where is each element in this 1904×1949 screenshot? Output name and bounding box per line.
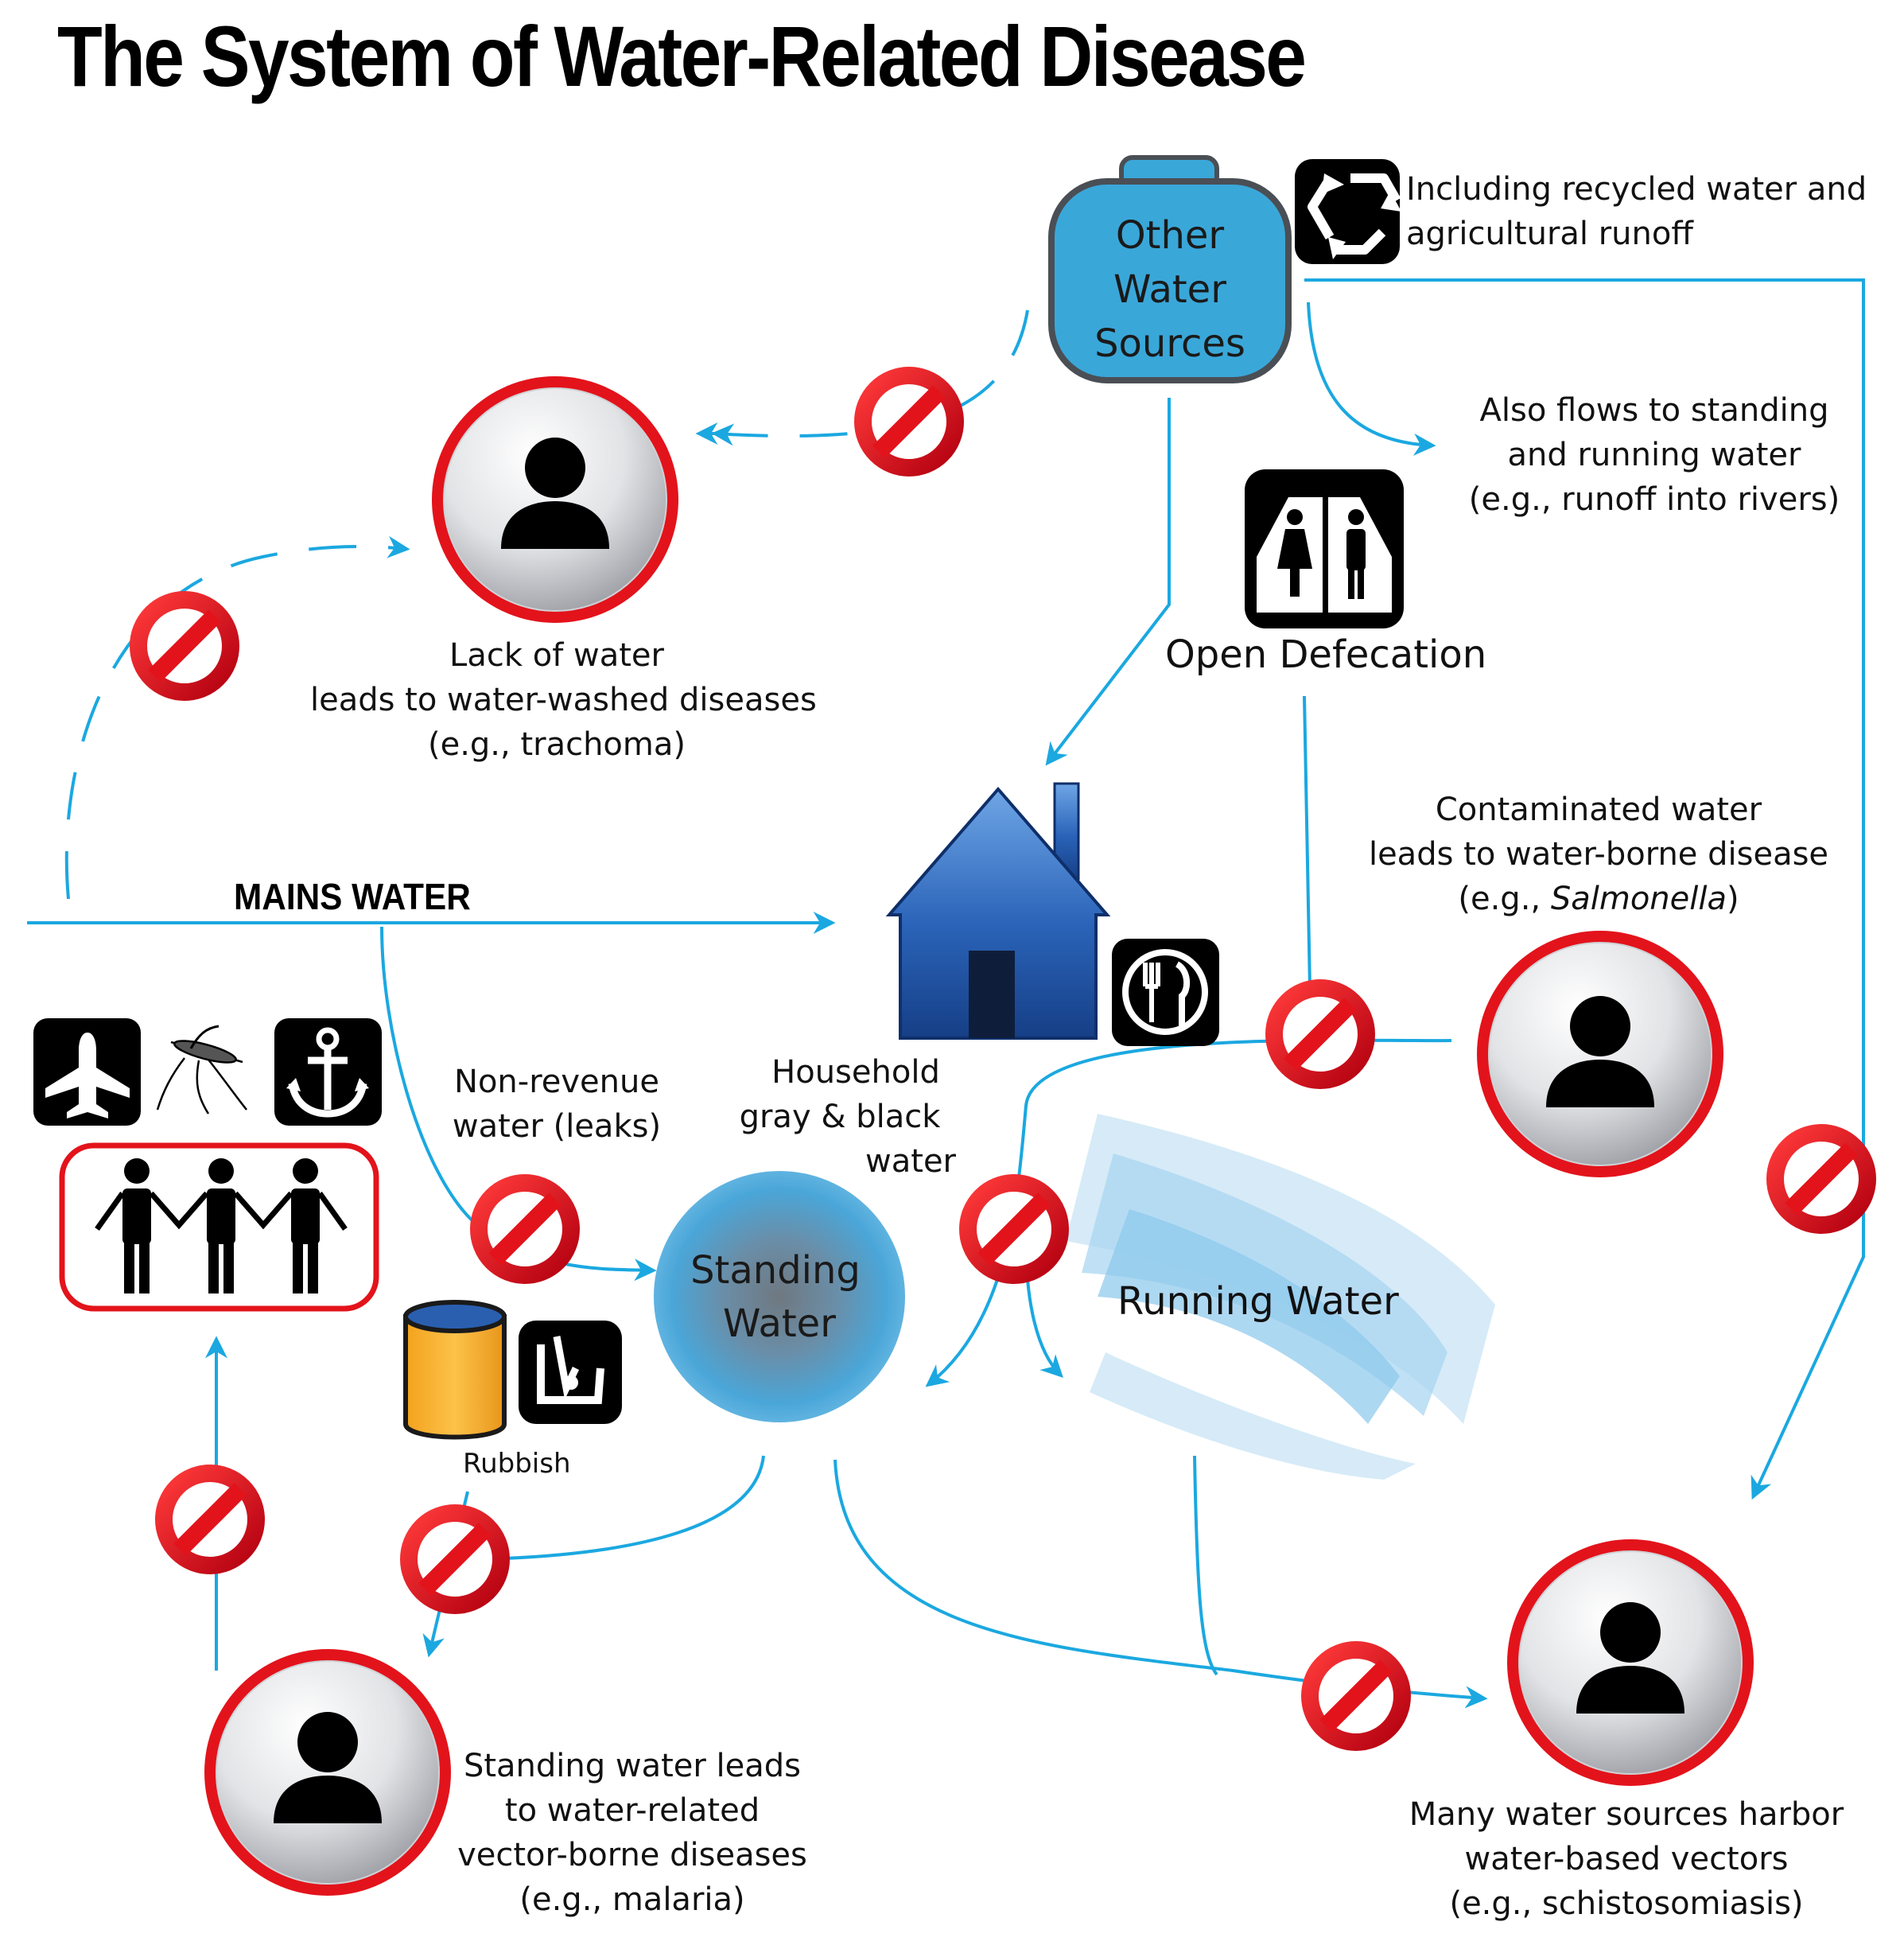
other-water-sources-tank: Other Water Sources — [1048, 155, 1292, 383]
person-node-based — [1507, 1539, 1754, 1786]
page-title: The System of Water-Related Disease — [57, 8, 1307, 104]
standing-to-vector-line — [480, 1455, 765, 1561]
toilet-sign-icon — [1245, 469, 1404, 628]
rubbish-label: Rubbish — [463, 1448, 571, 1480]
ows-label-2: Water — [1113, 267, 1226, 312]
prohibition-icon — [470, 1174, 580, 1284]
mosquito-icon — [156, 1025, 247, 1115]
person-icon — [525, 438, 585, 498]
prohibition-icon — [155, 1465, 265, 1574]
mains-water-label: MAINS WATER — [234, 876, 471, 917]
water-washed-label: Lack of water leads to water-washed dise… — [310, 637, 817, 763]
water-borne-label: Contaminated water leads to water-borne … — [1368, 792, 1829, 917]
open-defecation-line — [1303, 695, 1312, 1031]
running-water-swoosh — [1066, 1114, 1495, 1480]
people-icon — [59, 1142, 379, 1312]
person-icon — [1570, 996, 1630, 1056]
prohibition-markers — [130, 367, 1876, 1751]
prohibition-icon — [1265, 979, 1375, 1089]
vector-borne-label: Standing water leads to water-related ve… — [457, 1748, 807, 1918]
prohibition-icon — [854, 367, 964, 477]
ows-label-3: Sources — [1094, 321, 1245, 366]
person-node-vector — [204, 1649, 451, 1896]
person-node-washed — [432, 376, 678, 623]
running-to-waterbased-line — [1193, 1455, 1218, 1676]
open-defecation-label: Open Defecation — [1165, 632, 1487, 677]
recycle-icon — [1295, 159, 1401, 264]
barrel-icon — [403, 1300, 507, 1440]
running-water-label: Running Water — [1117, 1279, 1399, 1324]
ows-to-house-line — [1045, 398, 1171, 766]
person-node-borne — [1477, 931, 1723, 1177]
prohibition-icon — [1766, 1124, 1876, 1234]
mains-to-washed-line — [64, 535, 410, 900]
ows-label-1: Other — [1116, 213, 1225, 258]
dining-icon — [1112, 939, 1219, 1046]
airplane-icon — [33, 1018, 141, 1126]
household-label: Household gray & black water — [739, 1054, 956, 1180]
standing-water-node: Standing Water — [654, 1171, 905, 1422]
non-revenue-line — [380, 926, 657, 1282]
prohibition-icon — [130, 591, 239, 701]
house-icon — [885, 782, 1111, 1040]
prohibition-icon — [959, 1174, 1069, 1284]
water-based-label: Many water sources harbor water-based ve… — [1409, 1796, 1844, 1922]
anchor-icon — [274, 1018, 382, 1126]
person-icon — [297, 1712, 358, 1772]
recycled-label: Including recycled water and agricultura… — [1406, 171, 1867, 252]
person-icon — [1600, 1602, 1661, 1663]
non-revenue-label: Non-revenue water (leaks) — [452, 1064, 662, 1145]
ows-to-washed-line — [711, 309, 1029, 446]
also-flows-label: Also flows to standing and running water… — [1468, 392, 1840, 518]
prohibition-icon — [1301, 1641, 1411, 1751]
standing-label-1: Standing — [690, 1248, 861, 1293]
ows-right-line — [1304, 278, 1865, 1500]
ows-also-flows-line — [1307, 301, 1436, 456]
prohibition-icon — [400, 1504, 510, 1614]
trash-icon — [519, 1321, 622, 1424]
dashed-flow-lines — [64, 309, 1029, 900]
standing-label-2: Water — [723, 1301, 836, 1346]
